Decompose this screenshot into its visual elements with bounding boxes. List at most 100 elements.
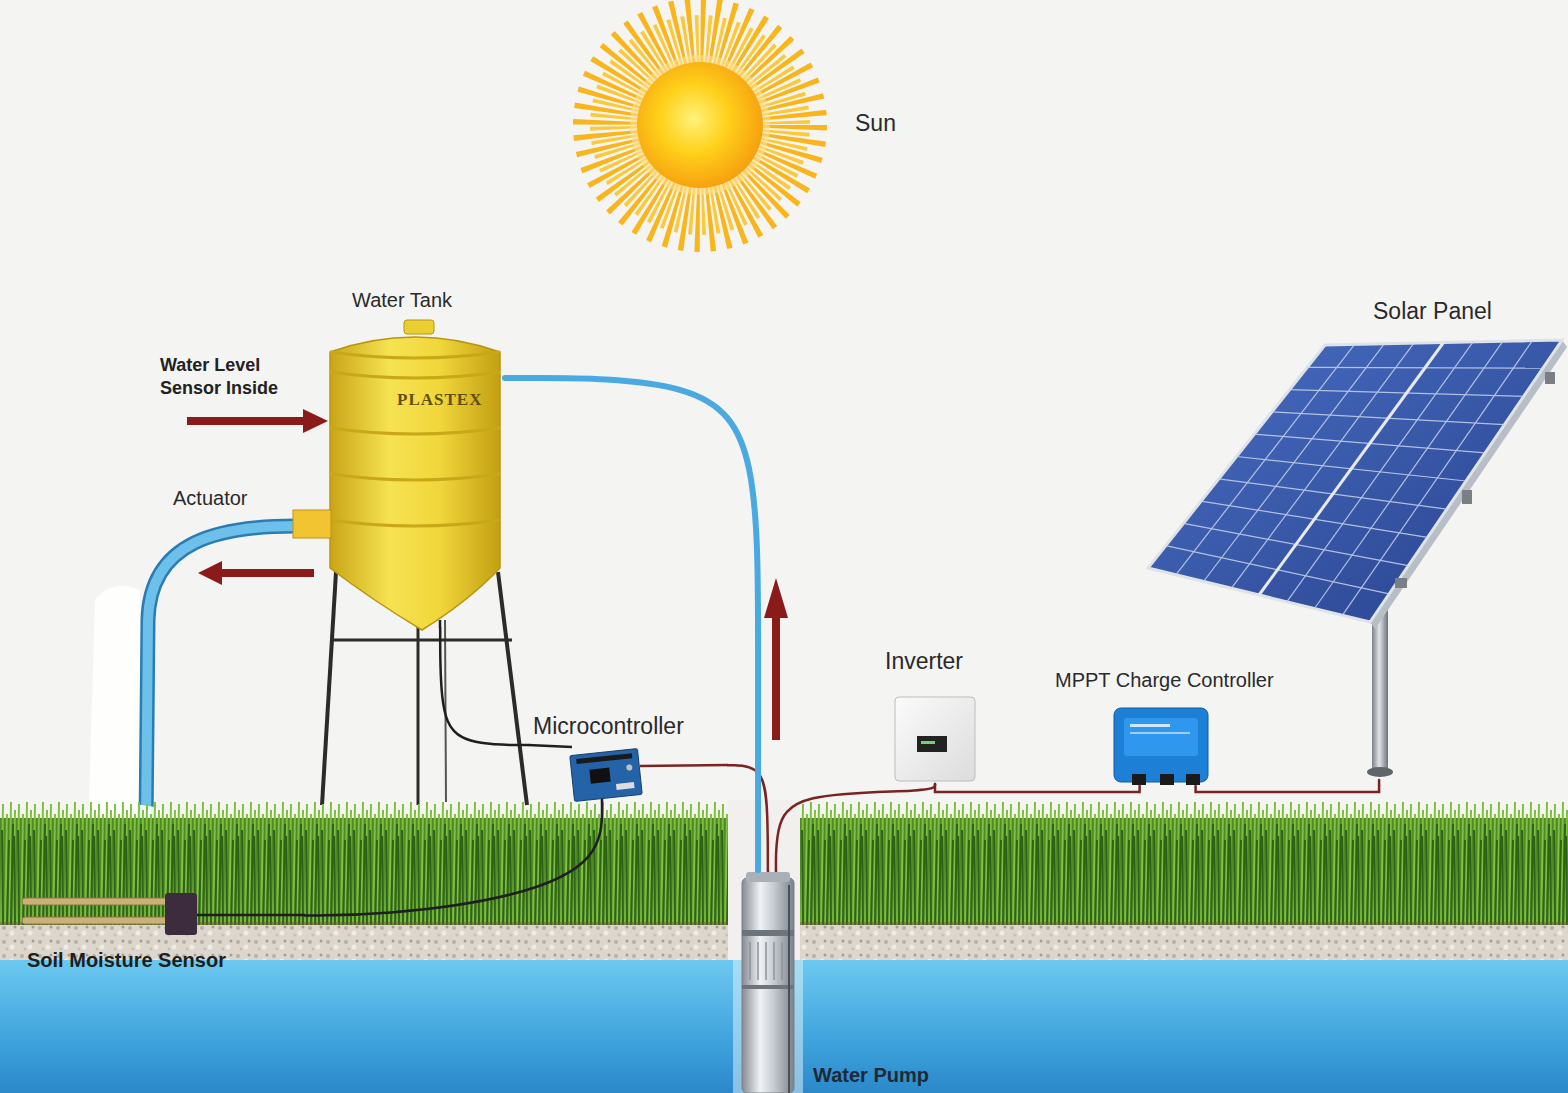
microcontroller: Microcontroller — [528, 710, 728, 802]
charge-controller-box — [1114, 708, 1208, 785]
water-tank-illustration — [404, 320, 434, 334]
charge-controller-box — [1132, 774, 1146, 785]
microcontroller-board — [528, 745, 728, 802]
component-label: Actuator — [173, 486, 247, 510]
microcontroller-board — [626, 764, 633, 771]
pump-illustration — [757, 942, 759, 980]
solar-panel-illustration — [1259, 343, 1444, 596]
microcontroller-board — [570, 749, 642, 802]
component-label: Water Pump — [813, 1063, 929, 1087]
charge-controller-box — [1130, 732, 1190, 734]
water-tank: Water TankPLASTEX — [325, 288, 505, 628]
microcontroller-board — [616, 782, 635, 790]
sun-illustration — [630, 55, 770, 195]
charge-controller-box — [1124, 718, 1198, 756]
water-tank-illustration — [330, 372, 500, 378]
flow-arrows — [220, 569, 314, 577]
component-label: Soil Moisture Sensor — [27, 948, 226, 972]
soil-moisture-probe — [22, 893, 305, 935]
charge-controller: MPPT Charge Controller — [1050, 666, 1330, 786]
solar-panel-illustration — [1166, 341, 1543, 616]
solar-panel-illustration — [1148, 340, 1567, 777]
flow-arrows — [764, 578, 788, 618]
solar-panel-illustration — [1148, 340, 1562, 622]
inverter-box — [921, 741, 935, 744]
sun-illustration — [608, 33, 792, 217]
actuator-valve — [293, 510, 331, 538]
water-pipe — [505, 378, 758, 870]
water-pump: Water Pump — [736, 870, 981, 1091]
microcontroller-board — [589, 768, 610, 784]
component-label: Water Tank — [352, 288, 452, 312]
power-wire — [1196, 780, 1379, 792]
pump-illustration — [742, 985, 794, 989]
pump-illustration — [781, 942, 783, 980]
flow-arrows — [187, 417, 305, 425]
pump-illustration — [742, 870, 794, 1093]
power-wire — [935, 784, 1140, 792]
solar-panel-illustration — [1462, 490, 1472, 504]
inverter-box — [917, 736, 947, 752]
sensor-wire — [440, 628, 528, 745]
component-label: Microcontroller — [533, 713, 684, 741]
pump-illustration — [765, 942, 767, 980]
component-label: Solar Panel — [1373, 298, 1492, 326]
flow-arrows — [303, 409, 328, 433]
brand-text: PLASTEX — [397, 390, 482, 410]
flow-arrows — [187, 409, 788, 740]
water-tank-illustration — [330, 428, 500, 434]
flow-arrows — [198, 561, 222, 585]
tank-stand — [333, 639, 512, 642]
solar-panel: Solar Panel — [1145, 296, 1563, 780]
pump-illustration — [788, 885, 790, 1093]
power-wire — [776, 784, 935, 870]
water-tank-illustration — [330, 320, 500, 630]
outlet-pipe — [88, 586, 142, 830]
component-label: MPPT Charge Controller — [1055, 668, 1274, 692]
component-label: Inverter — [885, 648, 963, 676]
charge-controller-box — [1160, 774, 1174, 785]
pump-illustration — [742, 930, 794, 936]
sensor-wire — [305, 802, 602, 915]
pump-illustration — [773, 942, 775, 980]
soil-moisture-probe — [22, 898, 168, 905]
microcontroller-board — [640, 765, 728, 766]
actuator: Actuator — [170, 484, 335, 540]
flow-arrows — [772, 615, 780, 740]
solar-panel-illustration — [1367, 767, 1393, 777]
soil-moisture-sensor: Soil Moisture Sensor — [20, 885, 305, 980]
solar-panel-illustration — [1545, 372, 1555, 384]
component-label: Sun — [855, 110, 896, 138]
microcontroller-board — [528, 745, 572, 747]
tank-stand — [417, 626, 420, 805]
sun-illustration — [637, 62, 763, 188]
sun: Sun — [572, 0, 922, 252]
charge-controller-box — [1186, 774, 1200, 785]
pump-illustration — [750, 942, 790, 980]
sun-illustration — [608, 33, 792, 217]
inverter-box — [895, 697, 975, 781]
solar-panel-illustration — [1395, 578, 1407, 588]
microcontroller-board — [576, 753, 632, 764]
soil-moisture-probe — [165, 893, 197, 935]
soil-moisture-probe — [197, 914, 305, 917]
inverter: Inverter — [880, 646, 990, 784]
water-tank-illustration — [330, 520, 500, 526]
soil-moisture-probe — [22, 917, 168, 924]
pump-illustration — [742, 878, 794, 1093]
tank-stand — [322, 572, 336, 805]
inverter-box — [895, 697, 975, 781]
charge-controller-box — [1130, 724, 1170, 727]
control-wire — [728, 765, 768, 870]
pump-illustration — [749, 942, 751, 980]
water-tank-illustration — [330, 474, 500, 480]
pump-illustration — [746, 872, 790, 882]
microcontroller-board — [570, 749, 642, 802]
water-tank-illustration — [330, 352, 500, 358]
sensor-callout: Water Level Sensor Inside — [160, 354, 310, 401]
tank-stand — [498, 572, 527, 805]
